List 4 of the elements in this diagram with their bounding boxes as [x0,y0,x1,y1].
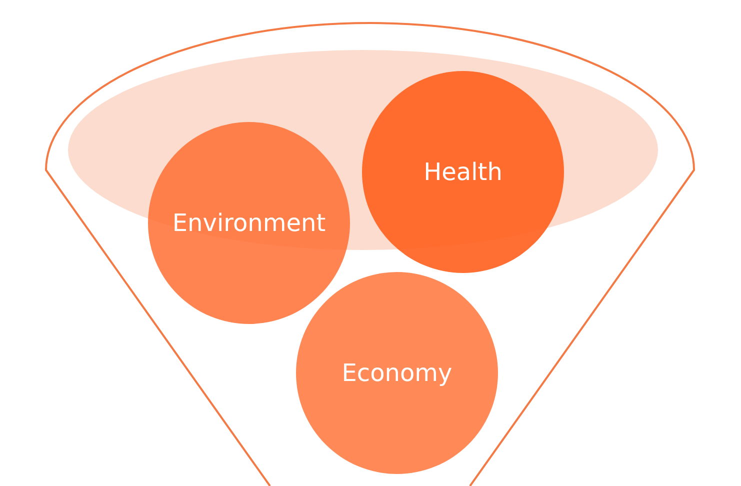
circle-label: Environment [172,209,326,237]
circle-label: Economy [342,359,452,387]
funnel-outline [45,22,695,486]
circle-label: Health [424,158,502,186]
